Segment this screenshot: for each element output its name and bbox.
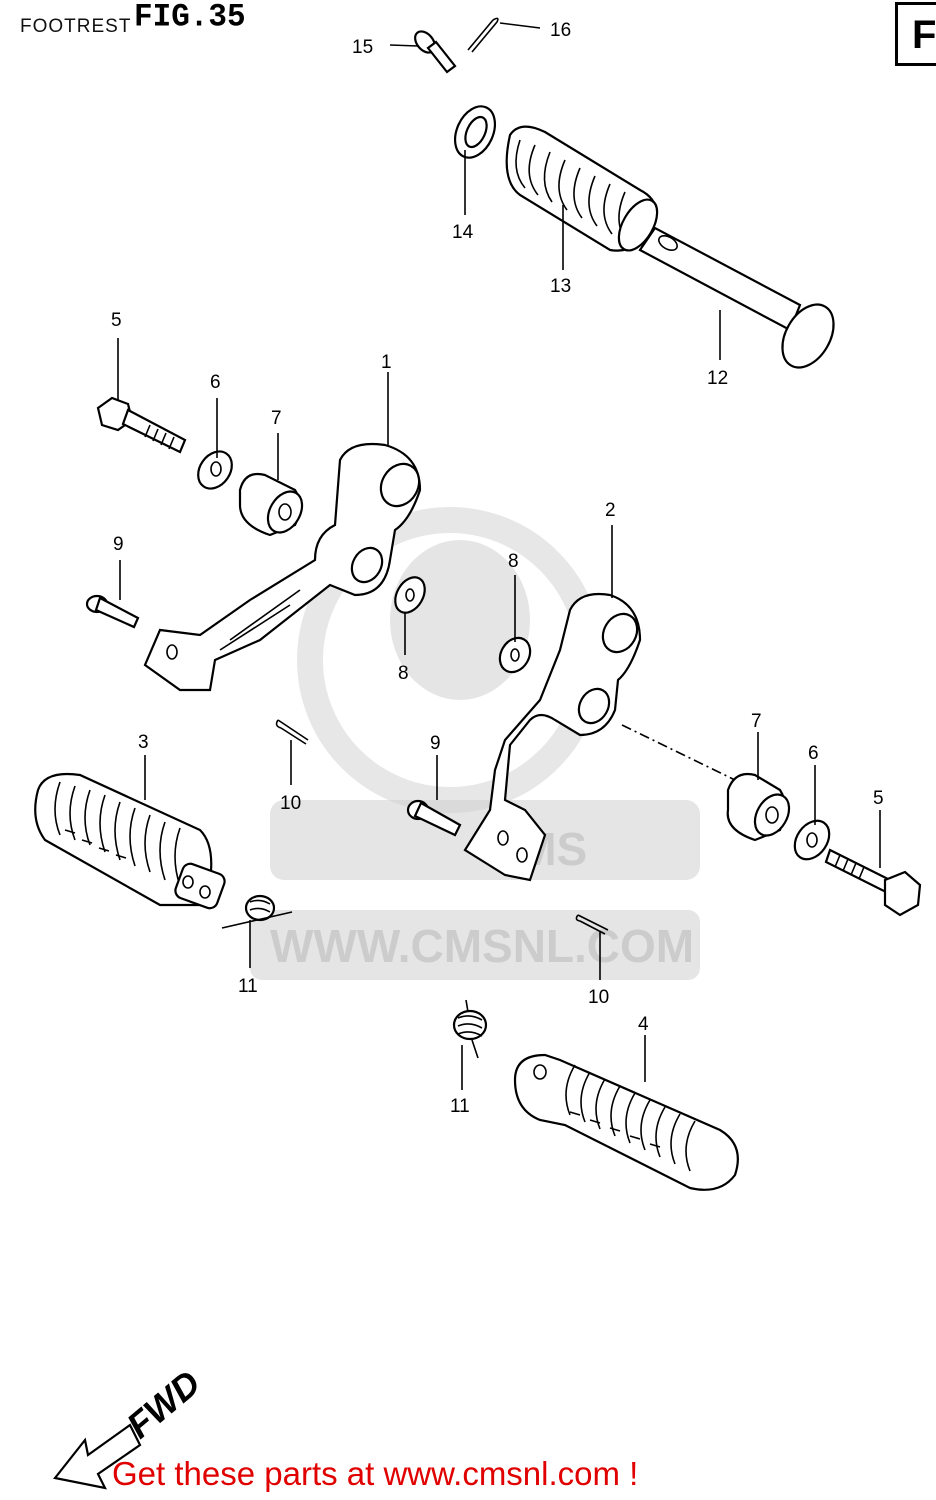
part-5-bolt-left [96,396,187,454]
callout-12: 12 [707,368,728,389]
callout-7-left: 7 [271,408,282,429]
part-7-collar-right [726,772,791,842]
part-7-collar-left [238,472,304,537]
section-letter-box: F [895,2,936,66]
part-10-cotter-pin-left [275,719,309,745]
part-6-washer-right [793,819,831,861]
callout-1: 1 [381,352,392,373]
part-15-clevis-pin [414,30,457,74]
callout-10-right: 10 [588,987,609,1008]
part-3-footpeg-left [34,772,226,910]
callout-7-right: 7 [751,711,762,732]
watermark-url: WWW.CMSNL.COM [270,920,694,972]
callout-9-mid: 9 [430,733,441,754]
part-12-shaft [638,226,835,369]
callout-8-left: 8 [398,663,409,684]
callout-4: 4 [638,1014,649,1035]
part-10-cotter-pin-right [575,914,609,935]
diagram-caption: FOOTREST [20,16,132,37]
part-9-pin-mid [406,799,462,837]
leader-lines [117,22,881,1090]
callout-6-left: 6 [210,372,221,393]
callout-5-right: 5 [873,788,884,809]
part-13-rubber-grip [505,125,659,252]
part-14-washer [453,105,497,159]
callout-11-lower: 11 [450,1096,470,1117]
callout-10-left: 10 [280,793,301,814]
part-5-bolt-right [824,848,922,917]
callout-11-left: 11 [238,976,258,997]
part-6-washer-left [197,450,233,490]
callout-8-mid: 8 [508,551,519,572]
part-4-footpeg-right [513,1053,739,1191]
callout-6-right: 6 [808,743,819,764]
figure-number: FIG.35 [134,0,246,36]
part-8-washer-mid [498,636,532,674]
callout-2: 2 [605,500,616,521]
callout-14: 14 [452,222,474,243]
callout-15: 15 [352,37,373,58]
part-11-spring-left [221,894,293,929]
callout-13: 13 [550,276,571,297]
callout-16: 16 [550,20,571,41]
part-2-footrest-bracket-right [463,592,642,882]
part-8-washer-left [394,576,426,614]
part-9-pin-left [85,594,140,629]
callout-9-left: 9 [113,534,124,555]
part-16-cotter-pin [467,17,499,53]
callout-5-left: 5 [111,310,122,331]
callout-labels: 15 16 14 13 12 5 6 7 1 9 8 2 8 3 10 9 7 … [111,20,884,1117]
part-1-footrest-bracket-left [143,442,422,692]
callout-3: 3 [138,732,149,753]
footer-promo-text[interactable]: Get these parts at www.cmsnl.com ! [112,1455,639,1492]
part-11-spring-lower [452,999,488,1059]
